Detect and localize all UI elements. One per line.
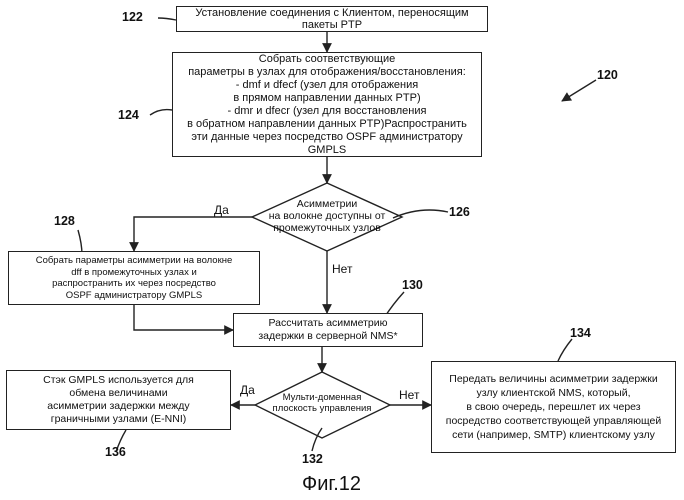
step-128-box: Собрать параметры асимметрии на волокне … — [8, 251, 260, 305]
ref-136: 136 — [105, 445, 126, 459]
ref-122: 122 — [122, 10, 143, 24]
figure-caption: Фиг.12 — [302, 473, 361, 496]
step-122-text: Установление соединения с Клиентом, пере… — [177, 7, 487, 32]
step-124-box: Собрать соответствующие параметры в узла… — [172, 52, 482, 157]
step-134-line-4: посредство соответствующей управляющей — [446, 414, 661, 428]
ref-132: 132 — [302, 452, 323, 466]
ref-134: 134 — [570, 326, 591, 340]
decision-132-text: Мульти-доменная плоскость управления — [262, 392, 382, 414]
step-124-line-7: эти данные через посредство OSPF админис… — [173, 131, 481, 157]
edge-label-yes-126: Да — [214, 203, 229, 217]
ref-126: 126 — [449, 205, 470, 219]
step-128-line-3: распространить их через посредство — [52, 278, 216, 290]
step-136-line-4: граничными узлами (E-NNI) — [51, 413, 186, 426]
ref-128: 128 — [54, 214, 75, 228]
decision-132-line-2: плоскость управления — [262, 403, 382, 414]
leader-124 — [150, 110, 172, 115]
edge-label-no-132: Нет — [399, 388, 419, 402]
arrow-126-yes-to-128 — [134, 217, 252, 251]
step-124-line-5: - dmr и dfecr (узел для восстановления — [228, 105, 427, 118]
step-136-line-1: Стэк GMPLS используется для — [43, 374, 194, 387]
step-128-line-1: Собрать параметры асимметрии на волокне — [36, 255, 233, 267]
step-134-line-5: сети (например, SMTP) клиентскому узлу — [452, 428, 655, 442]
step-124-line-6: в обратном направлении данных PTP)Распро… — [187, 118, 467, 131]
step-124-line-4: в прямом направлении данных PTP) — [233, 92, 420, 105]
leader-122 — [158, 18, 176, 20]
step-130-box: Рассчитать асимметрию задержки в серверн… — [233, 313, 423, 347]
step-130-line-1: Рассчитать асимметрию — [269, 317, 388, 330]
edge-label-yes-132: Да — [240, 383, 255, 397]
leader-132 — [312, 428, 322, 451]
ref-124: 124 — [118, 108, 139, 122]
step-124-line-3: - dmf и dfecf (узел для отображения — [236, 79, 418, 92]
step-124-line-1: Собрать соответствующие — [259, 53, 395, 66]
step-136-line-3: асимметрии задержки между — [47, 400, 189, 413]
figure-ref-120: 120 — [597, 68, 618, 82]
step-128-line-2: dff в промежуточных узлах и — [71, 267, 197, 279]
step-134-line-1: Передать величины асимметрии задержки — [449, 372, 657, 386]
step-122-box: Установление соединения с Клиентом, пере… — [176, 6, 488, 32]
decision-126-line-3: промежуточных узлов — [262, 222, 392, 234]
decision-126-line-2: на волокне доступны от — [262, 210, 392, 222]
step-134-line-2: узлу клиентской NMS, который, — [476, 386, 630, 400]
decision-132-line-1: Мульти-доменная — [262, 392, 382, 403]
step-134-box: Передать величины асимметрии задержки уз… — [431, 361, 676, 453]
figure-ref-arrow — [562, 80, 596, 101]
step-124-line-2: параметры в узлах для отображения/восста… — [188, 66, 466, 79]
leader-134 — [558, 339, 572, 361]
arrow-128-to-130 — [134, 305, 233, 330]
step-130-line-2: задержки в серверной NMS* — [258, 330, 397, 343]
decision-126-line-1: Асимметрии — [262, 198, 392, 210]
step-128-line-4: OSPF администратору GMPLS — [66, 290, 203, 302]
step-134-line-3: в свою очередь, перешлет их через — [466, 400, 640, 414]
decision-126-text: Асимметрии на волокне доступны от промеж… — [262, 198, 392, 234]
step-136-line-2: обмена величинами — [69, 387, 167, 400]
ref-130: 130 — [402, 278, 423, 292]
step-136-box: Стэк GMPLS используется для обмена велич… — [6, 370, 231, 430]
edge-label-no-126: Нет — [332, 262, 352, 276]
